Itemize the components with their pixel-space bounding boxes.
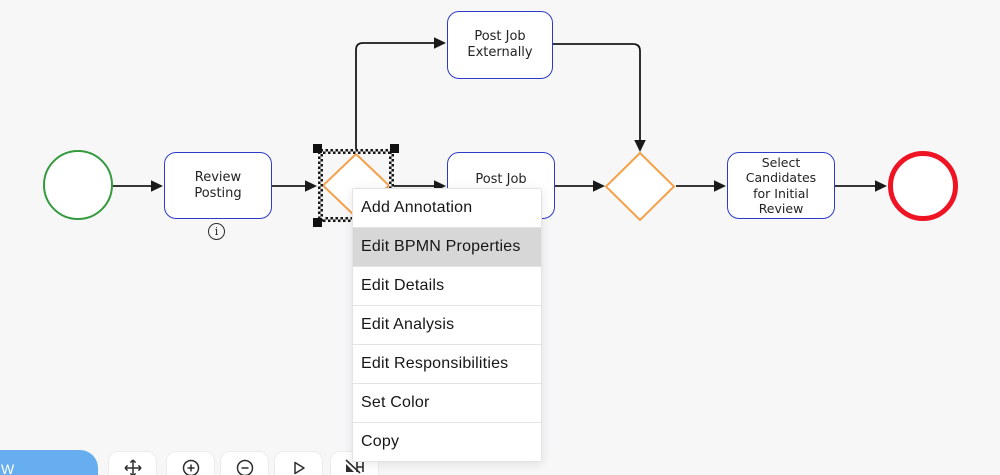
resize-handle[interactable] [313,144,322,153]
menu-item-copy[interactable]: Copy [353,422,541,461]
menu-item-edit-analysis[interactable]: Edit Analysis [353,305,541,344]
selection-border [318,149,323,222]
merge-gateway[interactable] [604,151,676,222]
play-icon [293,461,305,475]
resize-handle[interactable] [390,144,399,153]
task-post-job-externally[interactable]: Post Job Externally [447,11,553,79]
menu-item-edit-bpmn-properties[interactable]: Edit BPMN Properties [353,227,541,266]
zoom-out-button[interactable] [220,451,269,475]
selection-border [389,149,394,222]
bottom-left-button-label: W [1,461,15,475]
end-event[interactable] [888,151,958,221]
menu-item-edit-details[interactable]: Edit Details [353,266,541,305]
menu-item-add-annotation[interactable]: Add Annotation [353,189,541,227]
start-event[interactable] [43,150,113,220]
context-menu: Add Annotation Edit BPMN Properties Edit… [352,188,542,462]
zoom-in-icon [182,459,199,475]
resize-handle[interactable] [313,218,322,227]
zoom-in-button[interactable] [166,451,215,475]
overview-toggle-icon [344,459,364,474]
selection-border [318,149,394,154]
play-button[interactable] [274,451,323,475]
bottom-left-button[interactable]: W [0,450,98,475]
task-review-posting[interactable]: Review Posting [164,152,272,219]
pan-button[interactable] [108,451,157,475]
menu-item-edit-responsibilities[interactable]: Edit Responsibilities [353,344,541,383]
documentation-info-icon[interactable]: i [208,223,225,240]
zoom-out-icon [236,459,253,475]
pan-icon [123,459,142,475]
task-select-candidates[interactable]: Select Candidates for Initial Review [727,152,835,219]
menu-item-set-color[interactable]: Set Color [353,383,541,422]
